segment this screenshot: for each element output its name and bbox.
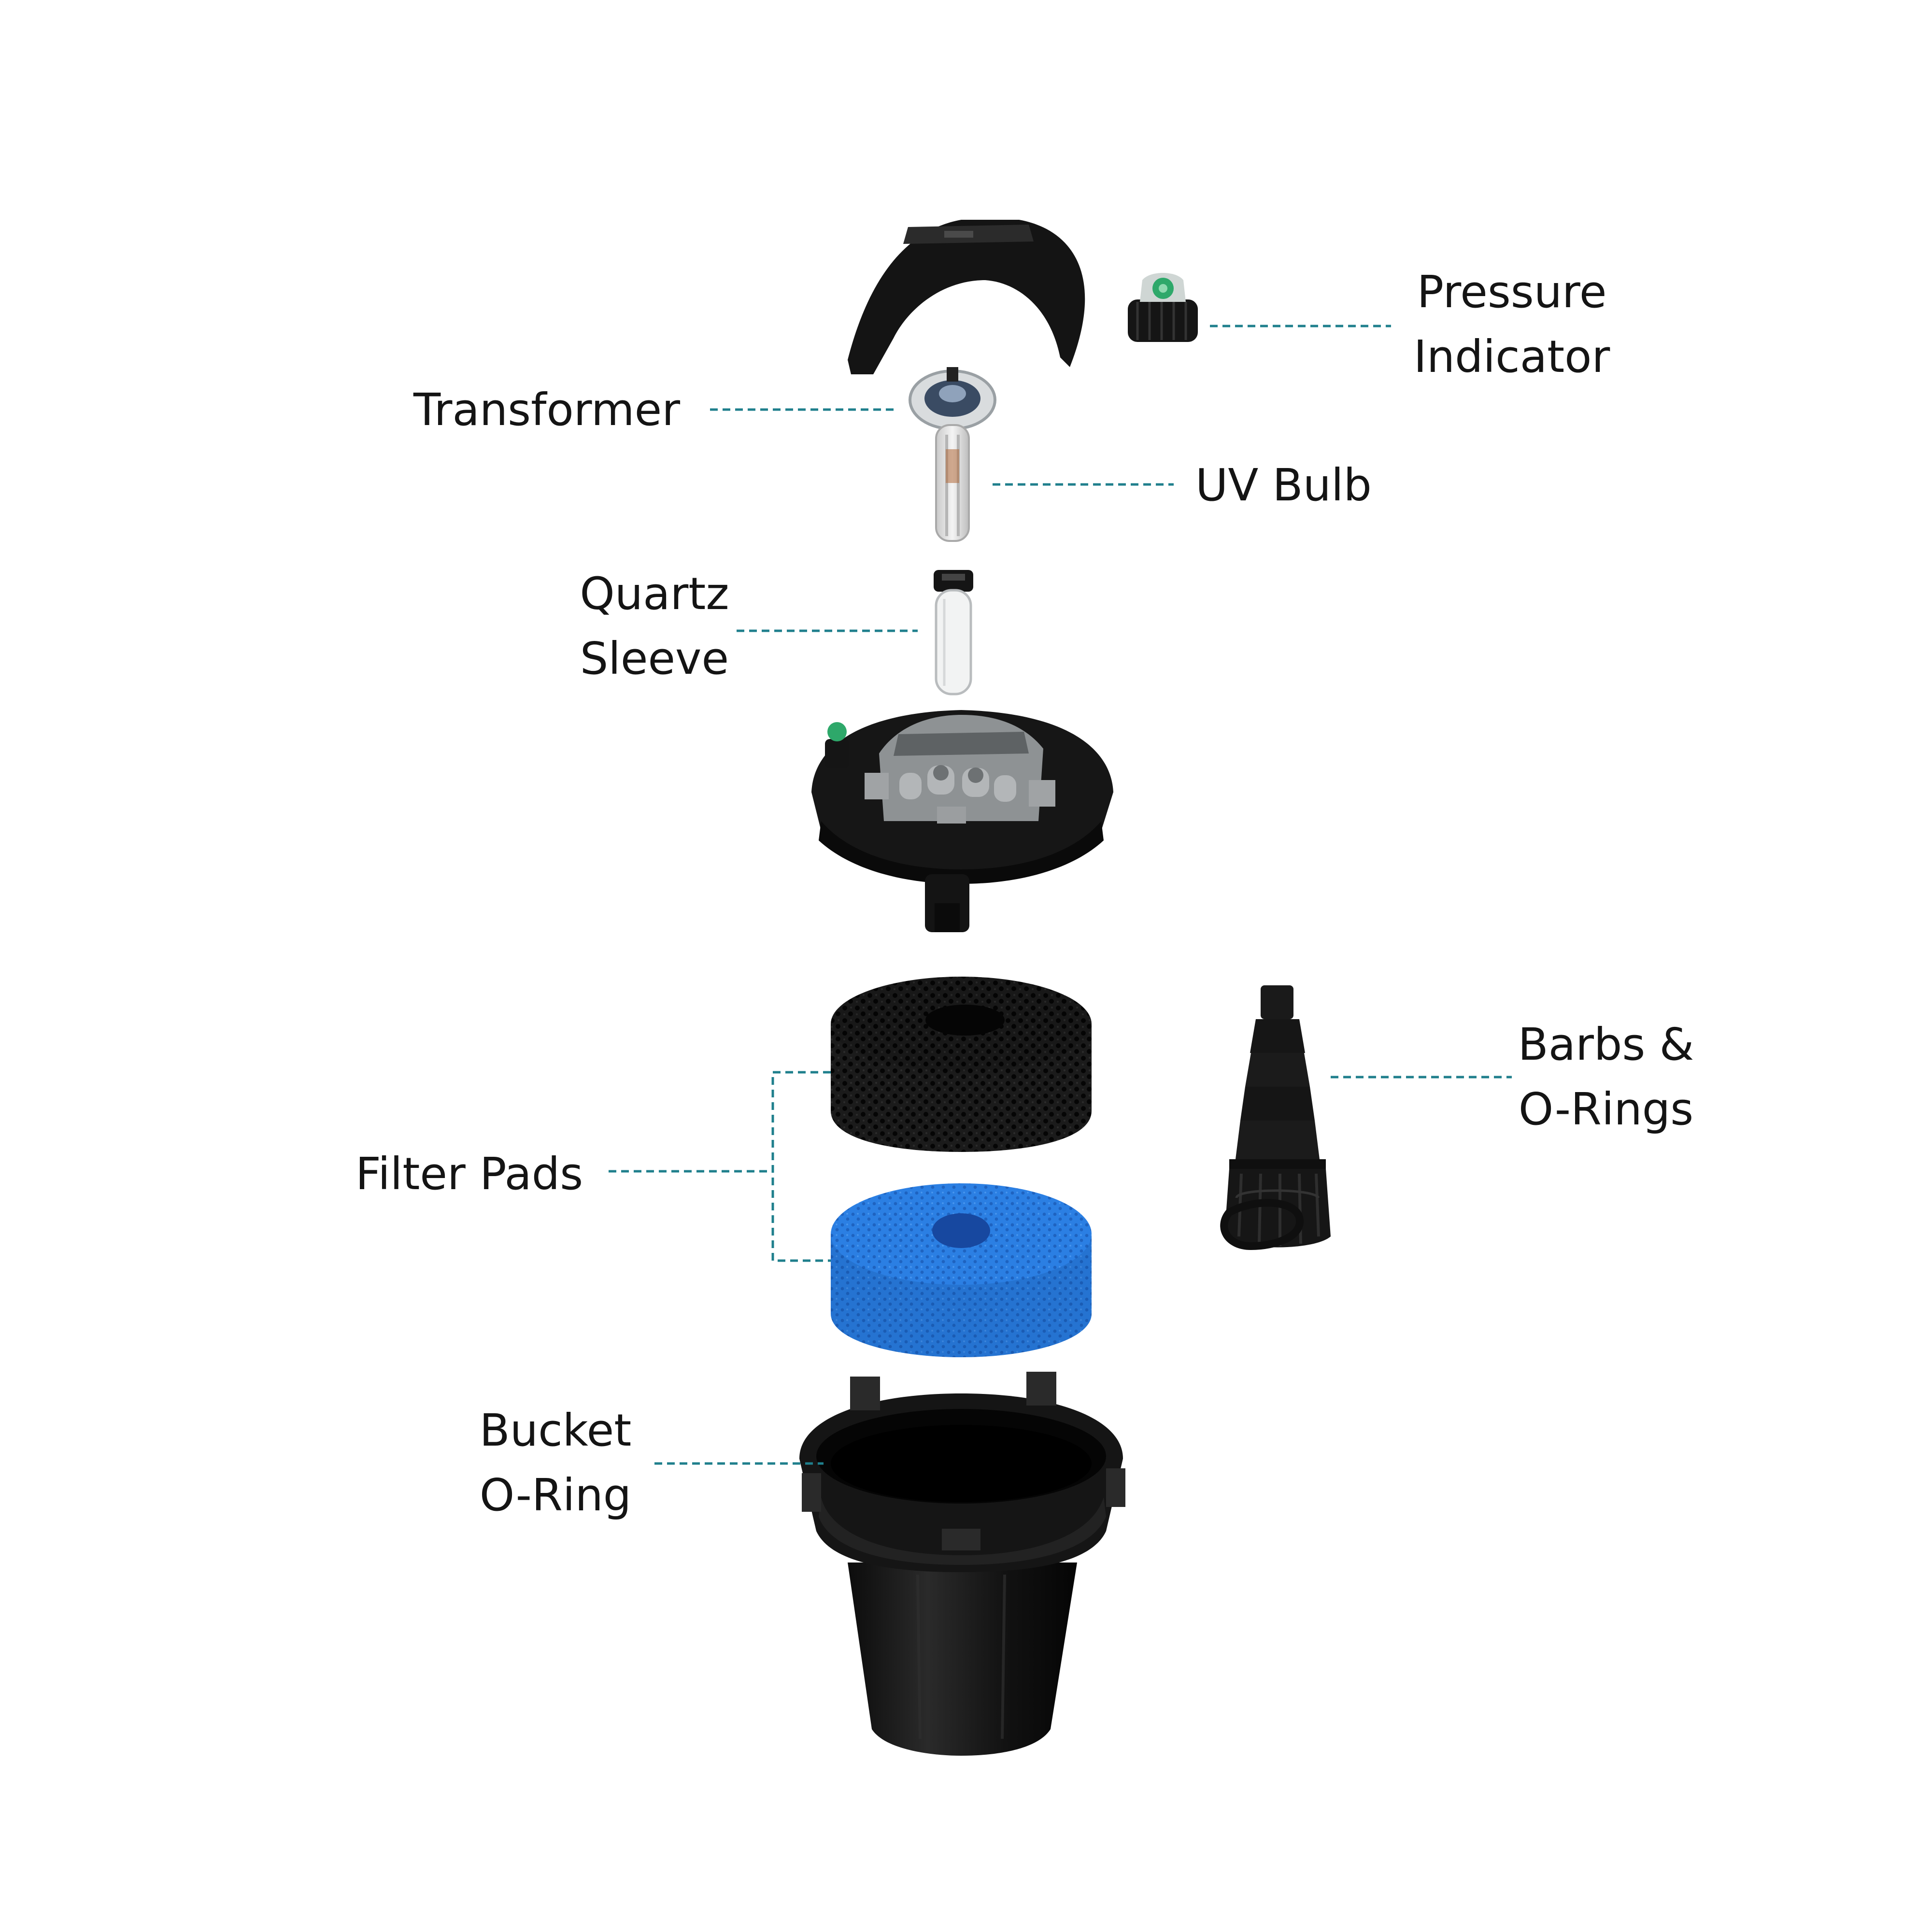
filter-pads-label: Filter Pads — [355, 1142, 583, 1207]
uv-bulb-label-text: UV Bulb — [1195, 459, 1372, 511]
bucket-oring-label-line-1: Bucket — [479, 1405, 632, 1456]
pressure-indicator-label-line-1: Pressure — [1417, 266, 1607, 318]
barbs-orings-label: Barbs & O-Rings — [1502, 1012, 1710, 1142]
quartz-sleeve-part — [934, 570, 973, 696]
bucket-part — [799, 1372, 1125, 1756]
transformer-label-text: Transformer — [413, 384, 681, 436]
leader-filter-pads-bracket — [771, 1071, 831, 1262]
uv-bulb-part — [909, 367, 996, 542]
pressure-indicator-part — [1128, 273, 1198, 342]
bucket-oring-label-line-2: O-Ring — [479, 1469, 632, 1521]
quartz-sleeve-label-line-1: Quartz — [580, 568, 729, 620]
o-ring-part — [1220, 1199, 1304, 1250]
dark-filter-pad — [831, 977, 1092, 1152]
blue-filter-pad — [831, 1183, 1092, 1357]
uv-bulb-label: UV Bulb — [1195, 453, 1372, 518]
pressure-indicator-label-line-2: Indicator — [1413, 331, 1610, 383]
quartz-sleeve-label-line-2: Sleeve — [580, 633, 729, 684]
pressure-indicator-label: Pressure Indicator — [1391, 260, 1633, 389]
bucket-oring-label: Bucket O-Ring — [449, 1398, 662, 1528]
transformer-label: Transformer — [413, 378, 680, 442]
transformer-cover — [848, 220, 1085, 374]
filter-pads-label-text: Filter Pads — [355, 1148, 583, 1200]
quartz-sleeve-label: Quartz Sleeve — [551, 562, 758, 691]
filter-lid-part — [811, 710, 1113, 932]
barbs-orings-label-line-1: Barbs & — [1518, 1019, 1694, 1070]
barbs-part — [1224, 985, 1331, 1248]
barbs-orings-label-line-2: O-Rings — [1518, 1083, 1694, 1135]
leader-lines — [609, 325, 1512, 1465]
